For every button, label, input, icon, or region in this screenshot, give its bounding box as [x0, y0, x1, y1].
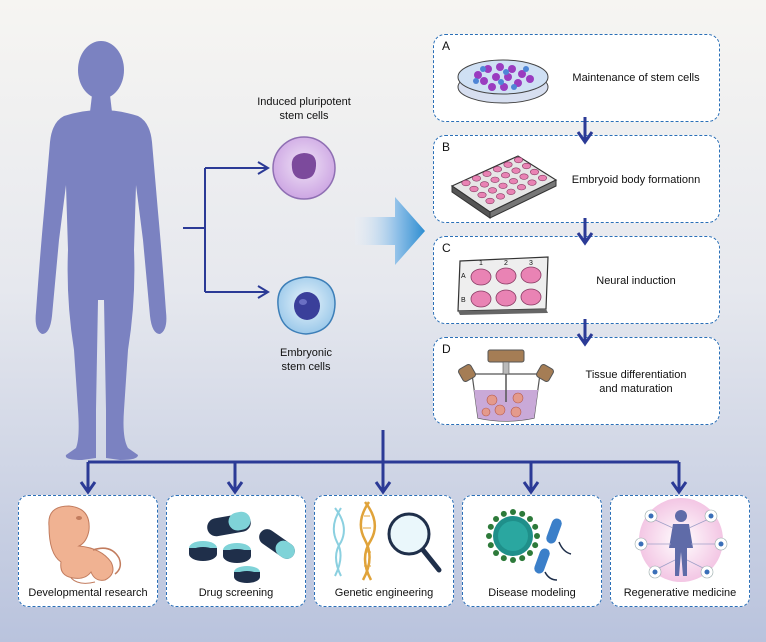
petri-dish-icon: [457, 59, 549, 104]
fetus-icon: [48, 505, 122, 584]
step-c-box: C A B 1 2 3 Neural induction: [433, 236, 720, 324]
virus-spike: [487, 523, 494, 530]
plate-row-b: B: [461, 297, 466, 304]
plate-well: [506, 188, 516, 195]
bioreactor-flask-icon: [458, 349, 554, 422]
plate-well: [503, 161, 513, 168]
virus-spike: [493, 516, 500, 523]
step-a-box: A Maintenance of stem cells: [433, 34, 720, 122]
step-letter: D: [442, 342, 451, 356]
plate-well: [527, 179, 537, 186]
step-c-label: Neural induction: [596, 275, 676, 287]
plate-well: [519, 173, 529, 180]
six-well-plate-icon: A B 1 2 3: [457, 256, 549, 315]
pills-icon: [189, 511, 295, 583]
virus-spike: [486, 533, 492, 539]
step-a-label: Maintenance of stem cells: [572, 72, 700, 84]
plate-row-a: A: [461, 273, 466, 280]
app-genetic-engineering: Genetic engineering: [314, 495, 454, 607]
virus-spike: [526, 516, 533, 523]
plate-well: [508, 178, 518, 185]
virus-spike: [532, 542, 539, 549]
plate-well: [477, 191, 487, 199]
plate-well: [511, 167, 521, 174]
plate-well: [495, 193, 505, 200]
app-disease-modeling: Disease modeling: [462, 495, 602, 607]
virus-spike: [510, 557, 516, 563]
plate-well: [492, 166, 502, 173]
app-label: Drug screening: [198, 587, 274, 599]
plate-col-2: 2: [504, 260, 508, 267]
virus-bacteria-icon: [486, 509, 572, 581]
plate-well: [485, 197, 495, 205]
plate-well: [500, 172, 510, 179]
virus-spike: [500, 510, 507, 517]
plate-col-3: 3: [529, 260, 533, 267]
plate-well: [482, 170, 492, 177]
dna-magnifier-icon: [332, 501, 442, 581]
plate-well: [517, 184, 527, 191]
plate-col-1: 1: [479, 260, 483, 267]
human-organs-icon: [634, 498, 728, 582]
step-b-label: Embryoid body formationn: [571, 174, 701, 186]
ipsc-cell-icon: [272, 136, 336, 200]
plate-well: [469, 185, 479, 193]
ipsc-label: Induced pluripotent stem cells: [257, 96, 351, 122]
step-d-box: D Tissue differentiation and maturation: [433, 337, 720, 425]
virus-spike: [532, 523, 539, 530]
app-label: Genetic engineering: [334, 587, 434, 599]
app-developmental-research: Developmental research: [18, 495, 158, 607]
esc-cell-icon: [277, 276, 336, 335]
plate-well: [479, 181, 489, 188]
virus-spike: [500, 555, 507, 562]
plate-well: [538, 174, 548, 182]
app-label: Developmental research: [28, 587, 148, 599]
step-b-box: B Embryoid body formationn: [433, 135, 720, 223]
plate-well: [487, 187, 497, 194]
virus-spike: [519, 555, 526, 562]
virus-spike: [493, 549, 500, 556]
virus-spike: [534, 533, 540, 539]
app-drug-screening: Drug screening: [166, 495, 306, 607]
plate-well: [498, 182, 508, 189]
virus-spike: [526, 549, 533, 556]
app-label: Disease modeling: [488, 587, 576, 599]
plate-well: [514, 156, 524, 164]
virus-spike: [487, 542, 494, 549]
plate-well: [471, 175, 481, 182]
step-letter: B: [442, 140, 451, 154]
virus-spike: [519, 510, 526, 517]
plate-well: [530, 168, 540, 176]
app-label: Regenerative medicine: [623, 587, 737, 599]
plate-well: [461, 179, 471, 187]
step-letter: A: [442, 39, 451, 53]
plate-well: [522, 162, 532, 170]
esc-label: Embryonic stem cells: [280, 347, 332, 373]
virus-spike: [510, 509, 516, 515]
process-arrow-icon: [355, 197, 425, 265]
plate-well: [490, 176, 500, 183]
well-plate-icon: [450, 155, 558, 219]
app-regenerative-medicine: Regenerative medicine: [610, 495, 750, 607]
step-letter: C: [442, 241, 451, 255]
step-d-label: Tissue differentiation and maturation: [585, 369, 687, 395]
